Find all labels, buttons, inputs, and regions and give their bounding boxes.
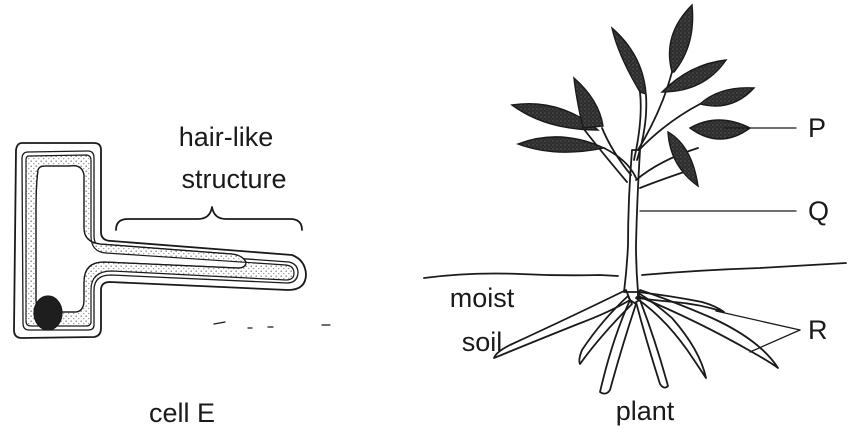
hair-structure-label-line1: hair-like — [179, 122, 274, 152]
label-r: R — [808, 315, 828, 345]
root — [494, 290, 630, 358]
leaf — [700, 88, 754, 106]
stray-marks — [214, 322, 330, 328]
label-p: P — [808, 113, 826, 143]
root — [636, 294, 706, 378]
leaf — [670, 5, 693, 72]
root — [600, 300, 636, 394]
label-q: Q — [808, 196, 829, 226]
leaves — [512, 5, 754, 186]
root — [579, 296, 632, 364]
hair-structure-label-line2: structure — [181, 164, 286, 194]
hair-structure-brace — [116, 207, 302, 230]
leaf — [690, 120, 750, 139]
soil-surface-line — [424, 263, 846, 278]
pointer-line-r-lower — [750, 330, 800, 352]
leaf — [612, 28, 646, 94]
soil-label-line1: moist — [450, 283, 515, 313]
nucleus — [34, 296, 62, 330]
cell-caption: cell E — [149, 398, 215, 428]
plant-caption: plant — [616, 396, 675, 426]
soil-label-line2: soil — [462, 327, 503, 357]
root — [636, 300, 668, 388]
leaf — [668, 132, 698, 186]
roots — [494, 290, 778, 394]
